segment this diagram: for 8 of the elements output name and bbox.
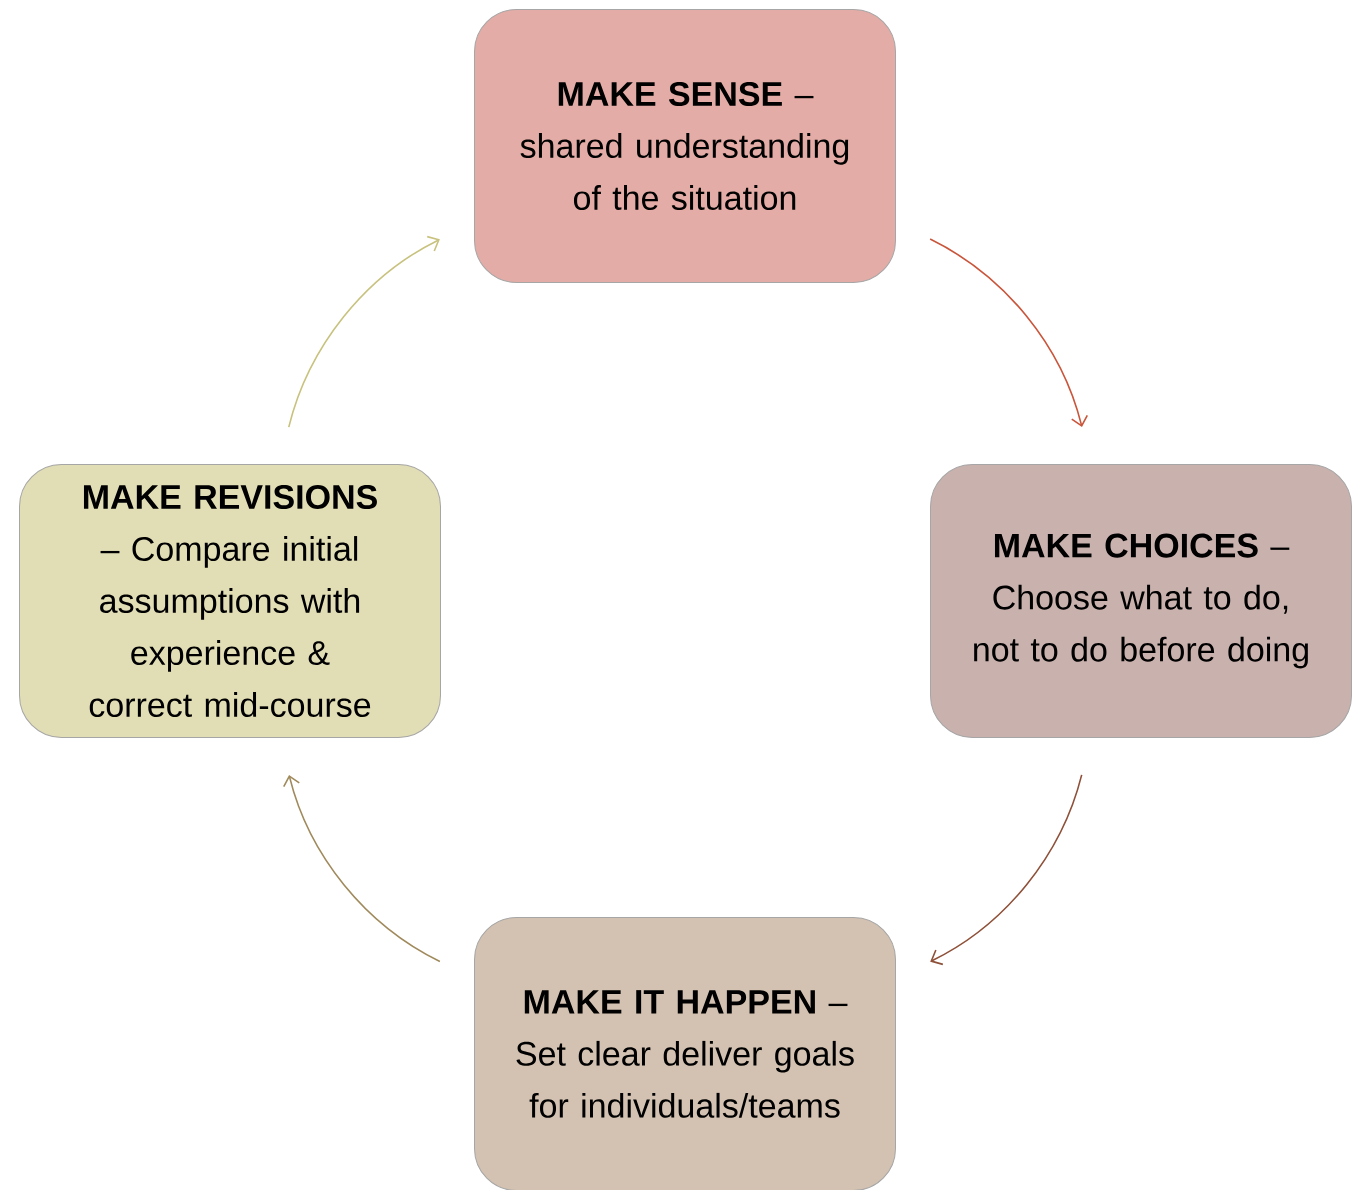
process-box: MAKE SENSE – shared understanding of the situation bbox=[474, 9, 896, 283]
arrow bbox=[287, 235, 440, 428]
process-box: MAKE REVISIONS – Compare initial assumptions with experience & correct mid-course bbox=[19, 464, 441, 738]
arrow bbox=[929, 238, 1089, 428]
arrow bbox=[282, 774, 441, 963]
arrow bbox=[930, 774, 1083, 966]
process-box: MAKE CHOICES – Choose what to do, not to do before doing bbox=[930, 464, 1352, 738]
process-box: MAKE IT HAPPEN – Set clear deliver goals for individuals/teams bbox=[474, 917, 896, 1190]
